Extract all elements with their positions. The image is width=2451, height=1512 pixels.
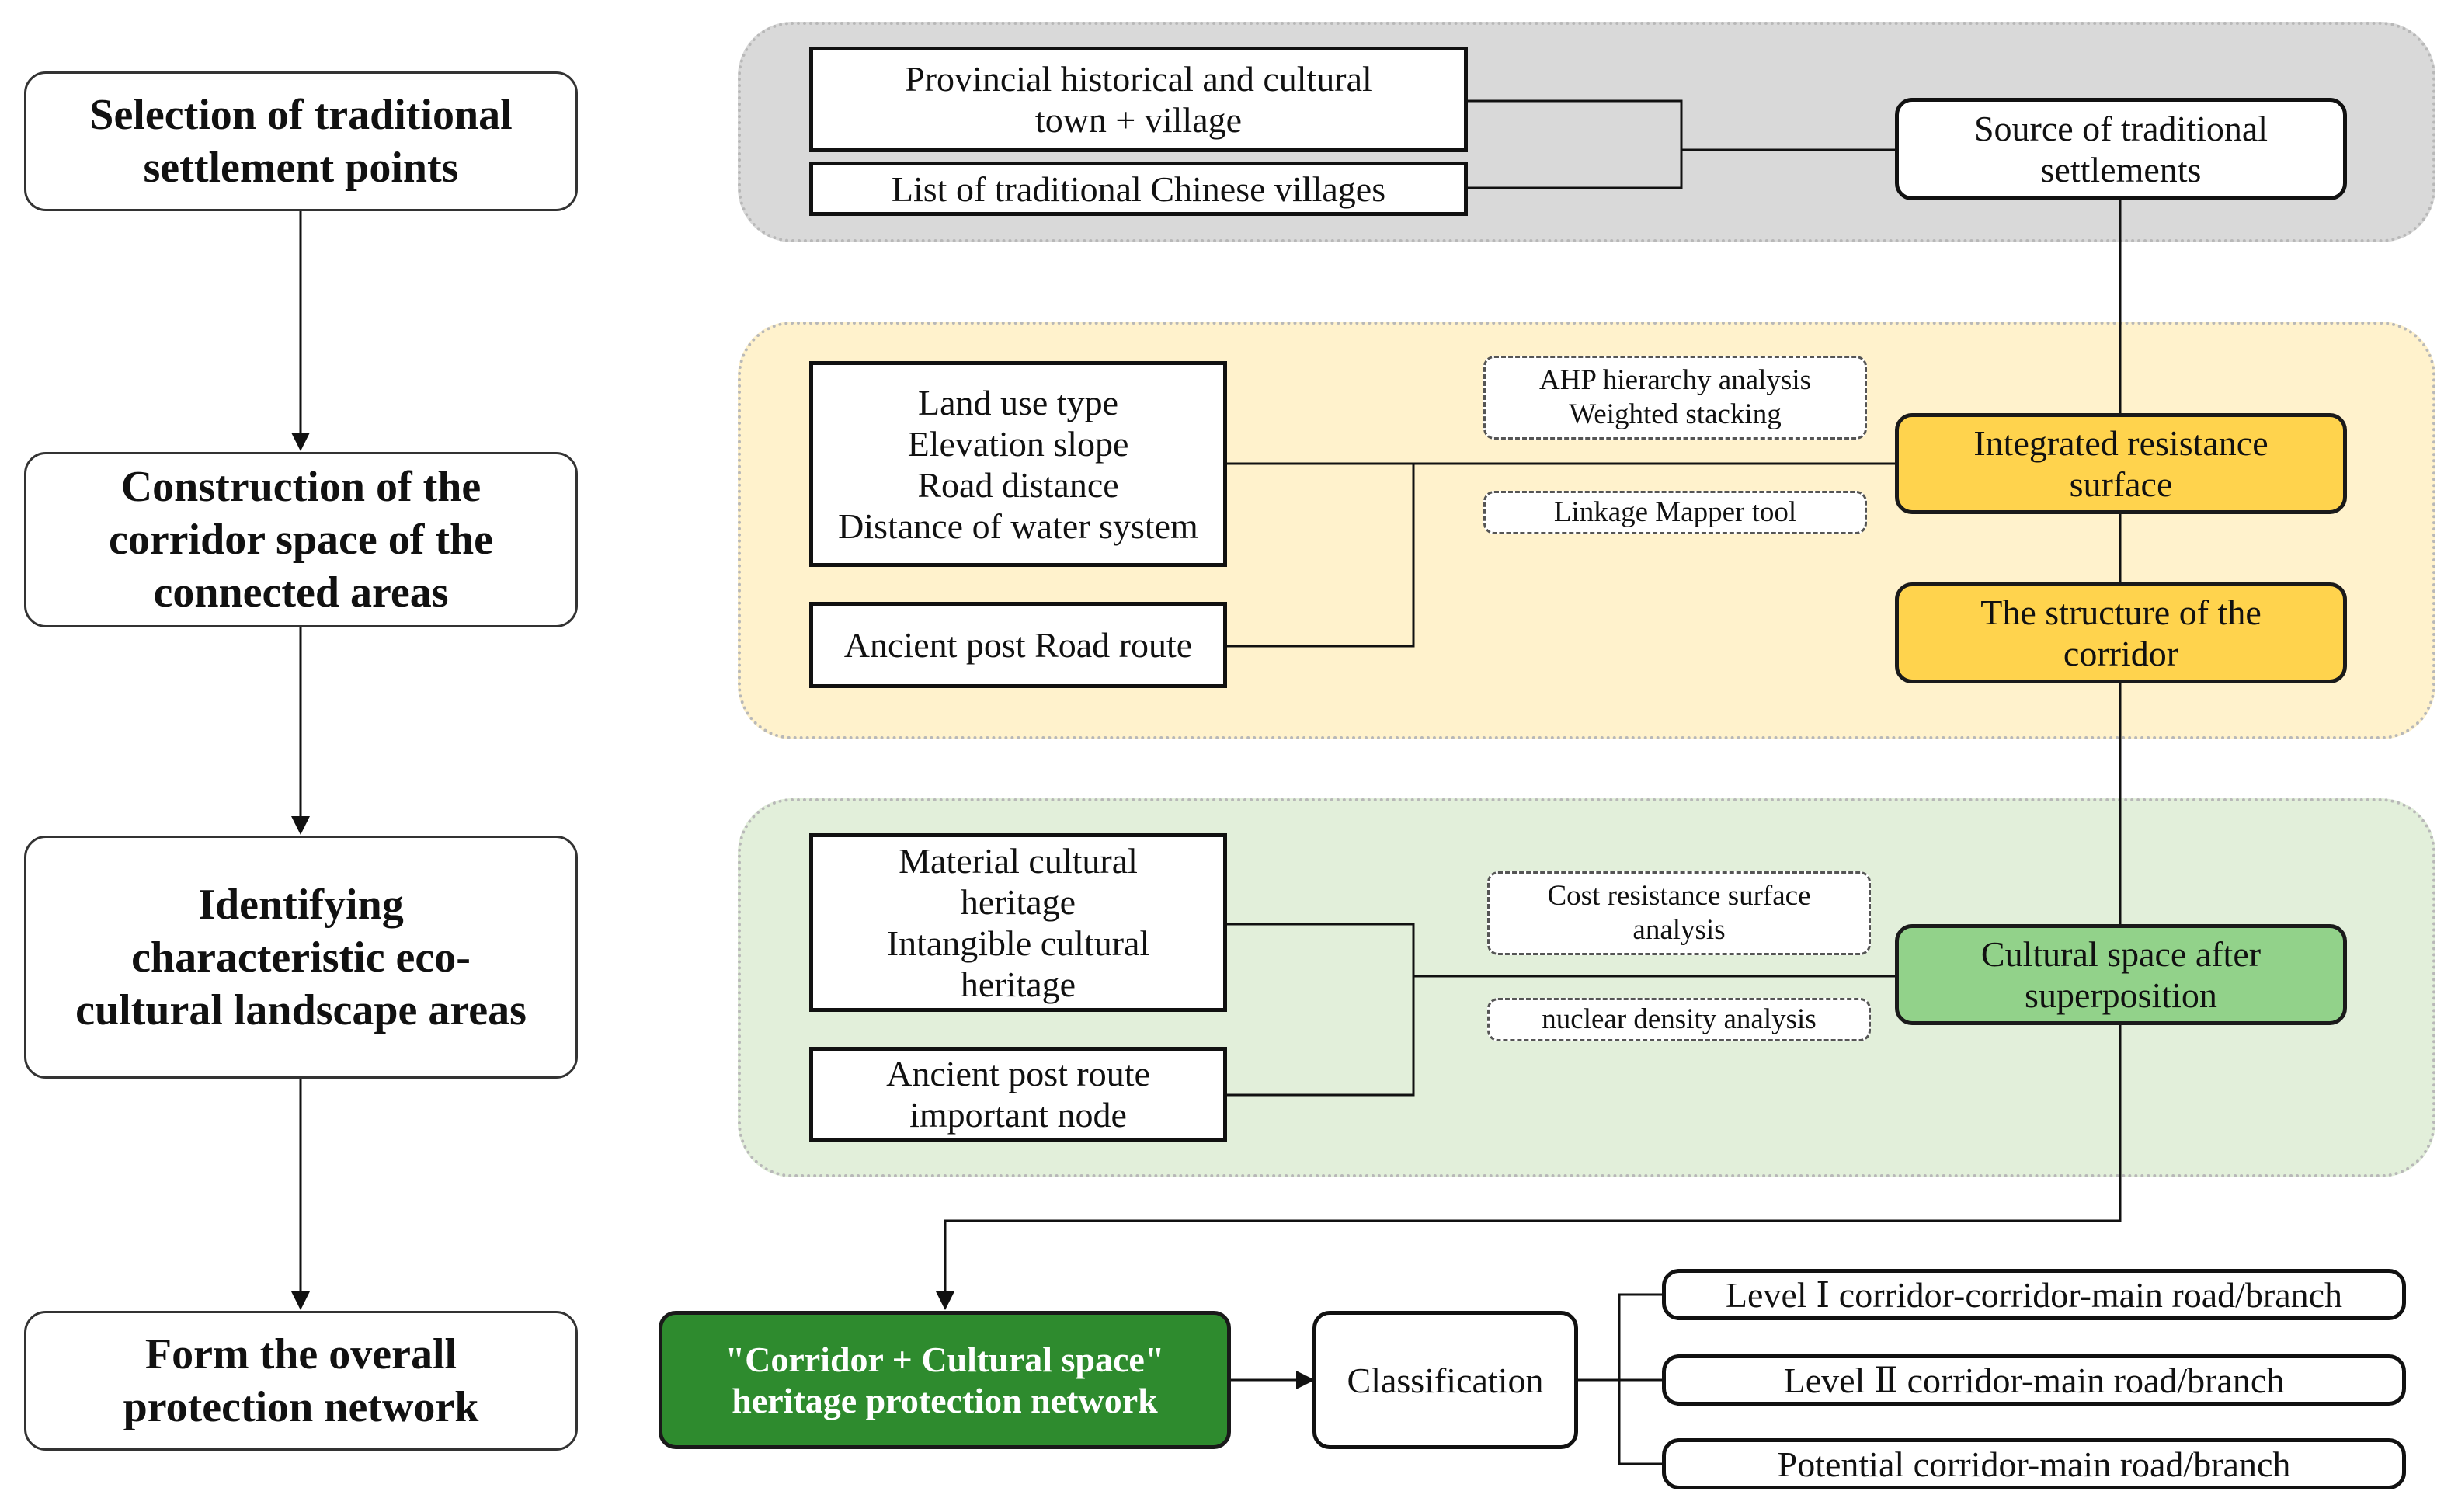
level-1-corridor-box: Level Ⅰ corridor-corridor-main road/bran… <box>1662 1269 2406 1320</box>
corridor-structure-box: The structure of the corridor <box>1895 582 2347 683</box>
step-select-settlements: Selection of traditional settlement poin… <box>24 71 578 211</box>
provincial-towns-villages-box: Provincial historical and cultural town … <box>809 47 1468 152</box>
kernel-density-label: nuclear density analysis <box>1487 998 1871 1041</box>
cultural-heritage-box: Material cultural heritage Intangible cu… <box>809 833 1227 1012</box>
integrated-resistance-box: Integrated resistance surface <box>1895 413 2347 514</box>
resistance-factors-box: Land use type Elevation slope Road dista… <box>809 361 1227 567</box>
post-route-node-box: Ancient post route important node <box>809 1047 1227 1142</box>
step-identify-landscape: Identifying characteristic eco- cultural… <box>24 836 578 1079</box>
settlement-source-box: Source of traditional settlements <box>1895 98 2347 200</box>
ahp-method-label: AHP hierarchy analysis Weighted stacking <box>1483 356 1867 440</box>
heritage-network-box: "Corridor + Cultural space" heritage pro… <box>659 1311 1231 1449</box>
linkage-mapper-label: Linkage Mapper tool <box>1483 491 1867 534</box>
cultural-space-box: Cultural space after superposition <box>1895 924 2347 1025</box>
step-form-network: Form the overall protection network <box>24 1311 578 1451</box>
step-construct-corridor: Construction of the corridor space of th… <box>24 452 578 627</box>
potential-corridor-box: Potential corridor-main road/branch <box>1662 1438 2406 1489</box>
traditional-villages-list-box: List of traditional Chinese villages <box>809 162 1468 216</box>
cost-resistance-label: Cost resistance surface analysis <box>1487 871 1871 955</box>
classification-box: Classification <box>1312 1311 1578 1449</box>
level-2-corridor-box: Level Ⅱ corridor-main road/branch <box>1662 1354 2406 1406</box>
post-road-route-box: Ancient post Road route <box>809 602 1227 688</box>
